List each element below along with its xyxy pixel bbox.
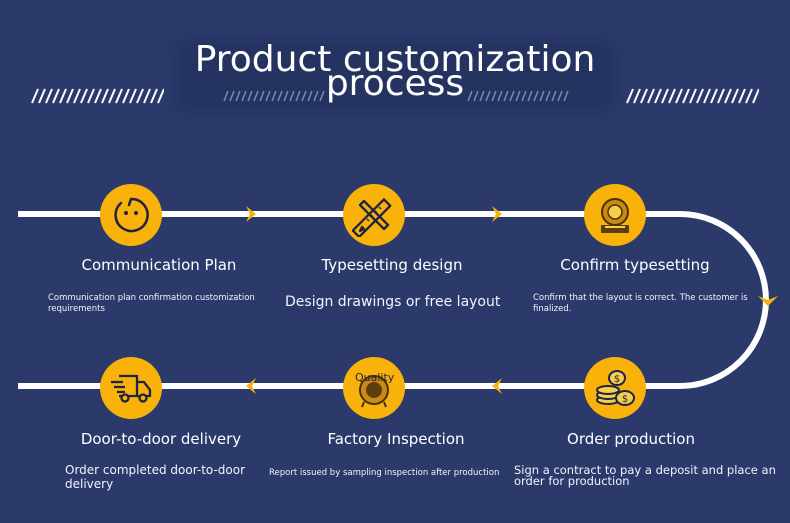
svg-text:$: $ [614,374,620,385]
arrow-down [758,296,778,306]
step-3-description: Confirm that the layout is correct. The … [533,293,748,314]
arrow-left-2 [246,378,256,394]
step-6-circle [100,357,162,419]
title-line-2: process [325,63,465,104]
arrow-left-1 [492,378,502,394]
quality-badge-icon [359,375,389,408]
arrow-right-1 [246,206,256,222]
step-5-description: Report issued by sampling inspection aft… [269,468,500,478]
left-hatch-decoration [31,88,164,104]
step-5-label: Factory Inspection [327,430,465,448]
step-3-circle [584,184,646,246]
step-2-description: Design drawings or free layout [285,294,501,310]
step-2-circle [343,184,405,246]
step-1-label: Communication Plan [81,256,237,274]
center-hatch-decoration-left [223,90,325,102]
step-6-label: Door-to-door delivery [80,430,242,448]
step-1-circle [100,184,162,246]
coins-icon: $ $ [596,370,635,406]
step-4-description: Sign a contract to pay a deposit and pla… [514,463,776,488]
chat-face-icon [114,197,149,233]
step-6-description: Order completed door-to-door delivery [65,463,246,491]
gold-medal-icon [601,198,629,233]
step-2-label: Typesetting design [321,256,463,274]
quality-icon-text: Quality [355,371,395,384]
step-4-circle: $ $ [584,357,646,419]
step-5-circle [343,357,405,419]
ruler-pencil-icon [352,198,392,237]
title-line-1: Product customization [194,39,596,80]
right-hatch-decoration [626,88,759,104]
svg-text:$: $ [622,394,628,405]
delivery-truck-icon [111,374,152,403]
step-3-label: Confirm typesetting [560,256,710,274]
step-4-label: Order production [567,430,695,448]
arrow-right-2 [492,206,502,222]
page-title: Product customization process [150,41,640,103]
step-1-description: Communication plan confirmation customiz… [48,293,255,314]
center-hatch-decoration-right [467,90,569,102]
